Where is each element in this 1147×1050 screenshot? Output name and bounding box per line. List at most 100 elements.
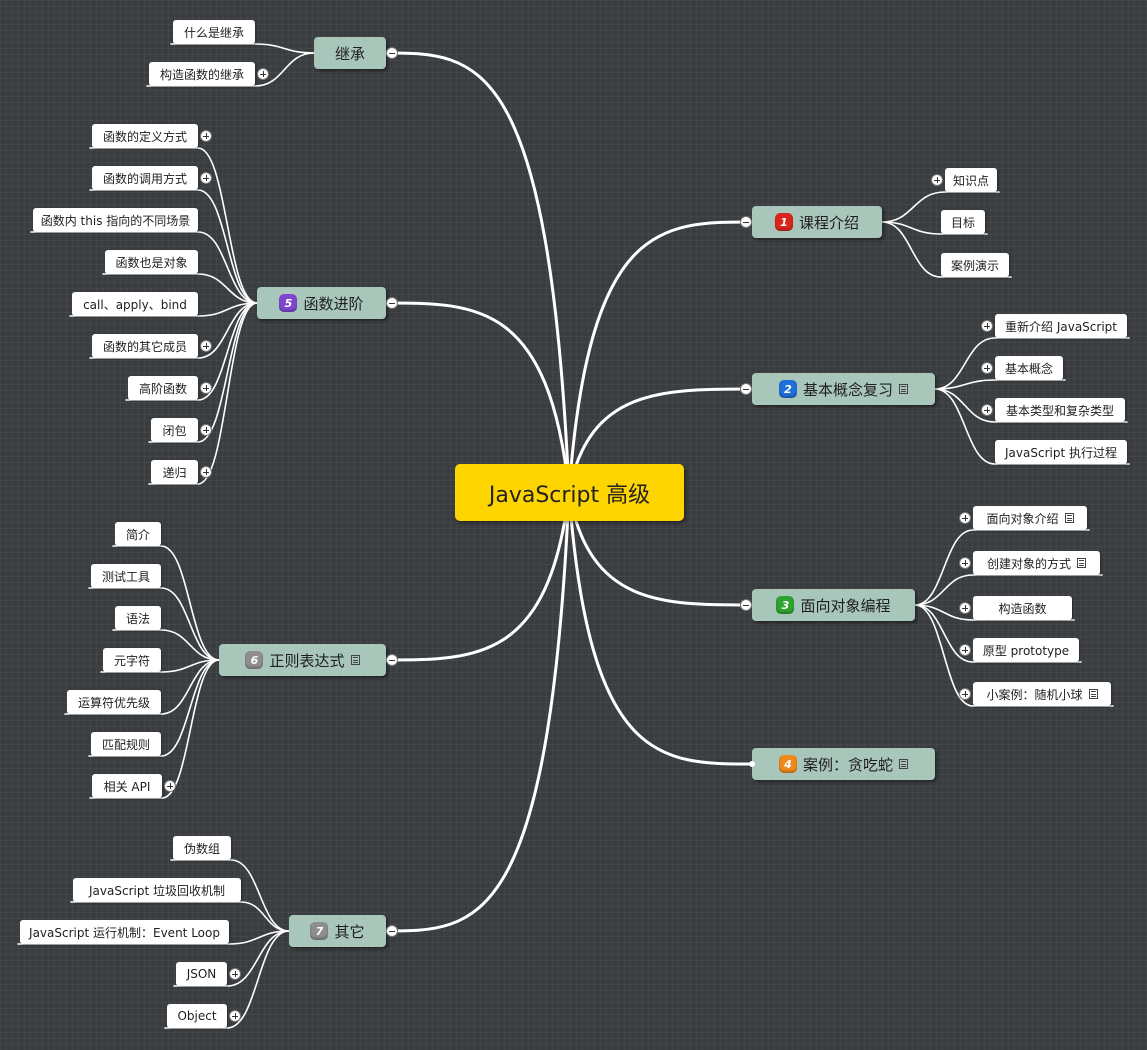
note-icon: [1088, 689, 1098, 699]
branch-badge: 3: [776, 596, 795, 614]
child-node[interactable]: 函数的调用方式: [92, 166, 198, 190]
child-node[interactable]: 什么是继承: [173, 20, 255, 44]
child-line: [170, 859, 290, 932]
child-node[interactable]: JavaScript 垃圾回收机制: [73, 878, 241, 902]
collapse-toggle-b3[interactable]: [740, 599, 752, 611]
collapse-toggle-b1[interactable]: [740, 216, 752, 228]
child-node[interactable]: 基本概念: [995, 356, 1063, 380]
child-node[interactable]: 闭包: [151, 418, 198, 442]
expand-icon[interactable]: [200, 172, 212, 184]
branch-title: 案例：贪吃蛇: [802, 755, 893, 774]
child-node[interactable]: 伪数组: [173, 836, 231, 860]
expand-icon[interactable]: [959, 512, 971, 524]
branch-badge: 5: [279, 294, 298, 312]
child-line: [89, 147, 258, 304]
child-node[interactable]: 语法: [115, 606, 161, 630]
child-node[interactable]: 构造函数: [973, 596, 1072, 620]
child-node[interactable]: 原型 prototype: [973, 638, 1079, 662]
child-node[interactable]: 函数也是对象: [105, 250, 198, 274]
child-label: Object: [177, 1009, 217, 1023]
child-node[interactable]: 面向对象介绍: [973, 506, 1087, 530]
central-topic[interactable]: JavaScript 高级: [455, 464, 684, 521]
branch-badge: 7: [310, 922, 329, 940]
child-node[interactable]: 知识点: [945, 168, 997, 192]
child-node[interactable]: 函数内 this 指向的不同场景: [33, 208, 198, 232]
child-node[interactable]: 创建对象的方式: [973, 551, 1100, 575]
expand-icon[interactable]: [959, 557, 971, 569]
child-node[interactable]: 运算符优先级: [67, 690, 161, 714]
child-node[interactable]: JSON: [176, 962, 227, 986]
child-line: [125, 302, 258, 401]
child-node[interactable]: 简介: [115, 522, 161, 546]
branch-line-b7: [384, 490, 571, 933]
child-node[interactable]: 函数的其它成员: [92, 334, 198, 358]
child-label: 知识点: [952, 173, 989, 188]
expand-icon[interactable]: [200, 424, 212, 436]
child-node[interactable]: Object: [167, 1004, 227, 1028]
child-node[interactable]: 构造函数的继承: [149, 62, 255, 86]
child-line: [881, 191, 1000, 223]
expand-icon[interactable]: [200, 130, 212, 142]
child-line: [934, 388, 1128, 423]
collapse-toggle-b5[interactable]: [386, 297, 398, 309]
expand-icon[interactable]: [200, 466, 212, 478]
expand-icon[interactable]: [931, 174, 943, 186]
collapse-toggle-b2[interactable]: [740, 383, 752, 395]
child-node[interactable]: 相关 API: [92, 774, 162, 798]
collapse-toggle-b7[interactable]: [386, 925, 398, 937]
child-node[interactable]: 目标: [941, 210, 985, 234]
child-label: 构造函数: [998, 601, 1047, 616]
expand-icon[interactable]: [981, 362, 993, 374]
child-label: 基本类型和复杂类型: [1005, 403, 1114, 418]
child-node[interactable]: 元字符: [103, 648, 161, 672]
expand-icon[interactable]: [200, 340, 212, 352]
child-node[interactable]: 匹配规则: [91, 732, 161, 756]
child-node[interactable]: 小案例：随机小球: [973, 682, 1111, 706]
child-node[interactable]: 基本类型和复杂类型: [995, 398, 1125, 422]
branch-node-b8[interactable]: 继承: [314, 37, 386, 69]
branch-line-b5: [384, 301, 571, 494]
expand-icon[interactable]: [164, 780, 176, 792]
child-label: 面向对象介绍: [986, 511, 1059, 526]
expand-icon[interactable]: [229, 968, 241, 980]
child-line: [17, 930, 290, 945]
child-node[interactable]: 函数的定义方式: [92, 124, 198, 148]
collapse-toggle-b6[interactable]: [386, 654, 398, 666]
collapse-toggle-b8[interactable]: [386, 47, 398, 59]
child-node[interactable]: JavaScript 执行过程: [995, 440, 1127, 464]
expand-icon[interactable]: [959, 644, 971, 656]
child-line: [881, 221, 1012, 278]
child-node[interactable]: 案例演示: [941, 253, 1009, 277]
child-line: [914, 604, 1082, 663]
branch-line-b1: [567, 220, 754, 494]
child-node[interactable]: call、apply、bind: [72, 292, 198, 316]
child-node[interactable]: 高阶函数: [128, 376, 198, 400]
child-label: 运算符优先级: [77, 695, 150, 710]
branch-badge: 6: [245, 651, 264, 669]
child-line: [146, 52, 315, 87]
child-node[interactable]: JavaScript 运行机制：Event Loop: [20, 920, 229, 944]
expand-icon[interactable]: [229, 1010, 241, 1022]
child-node[interactable]: 递归: [151, 460, 198, 484]
expand-icon[interactable]: [981, 320, 993, 332]
expand-icon[interactable]: [200, 382, 212, 394]
note-icon: [899, 759, 908, 769]
child-node[interactable]: 重新介绍 JavaScript: [995, 314, 1127, 338]
expand-icon[interactable]: [959, 602, 971, 614]
child-line: [88, 659, 220, 757]
child-node[interactable]: 测试工具: [91, 564, 161, 588]
expand-icon[interactable]: [959, 688, 971, 700]
expand-icon[interactable]: [257, 68, 269, 80]
child-line: [70, 901, 290, 932]
expand-icon[interactable]: [981, 404, 993, 416]
child-label: 递归: [162, 465, 187, 480]
child-line: [914, 604, 1114, 707]
